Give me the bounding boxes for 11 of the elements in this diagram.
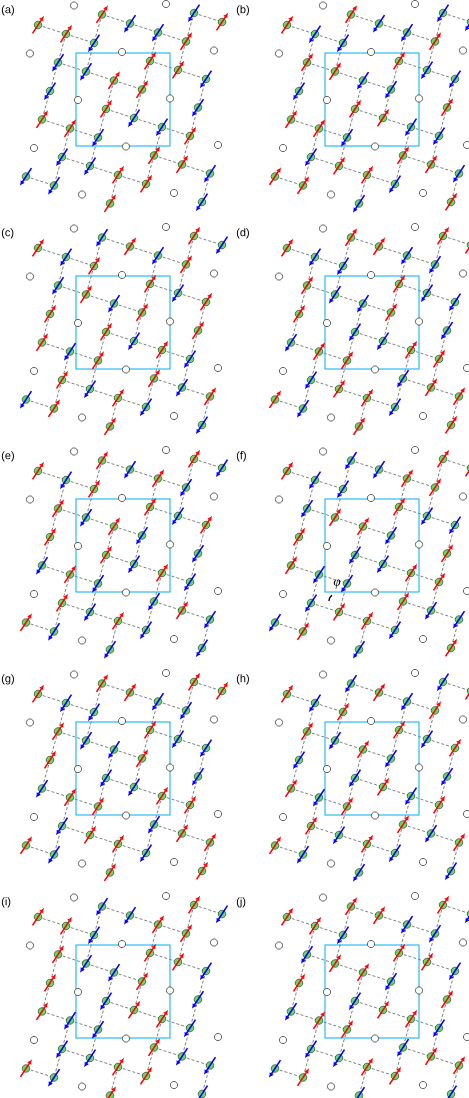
panel-label: (d) [236,228,249,239]
panel-label: (f) [236,451,246,462]
panel-label: (c) [1,228,14,239]
panel-label: (a) [1,5,14,16]
panel-label: (j) [236,897,246,908]
panel-label: (g) [1,674,14,685]
panel-label: (i) [1,897,11,908]
panel-label: (b) [236,5,249,16]
angle-label: φ [333,579,341,589]
panel-label: (e) [1,451,14,462]
panel-label: (h) [236,674,249,685]
